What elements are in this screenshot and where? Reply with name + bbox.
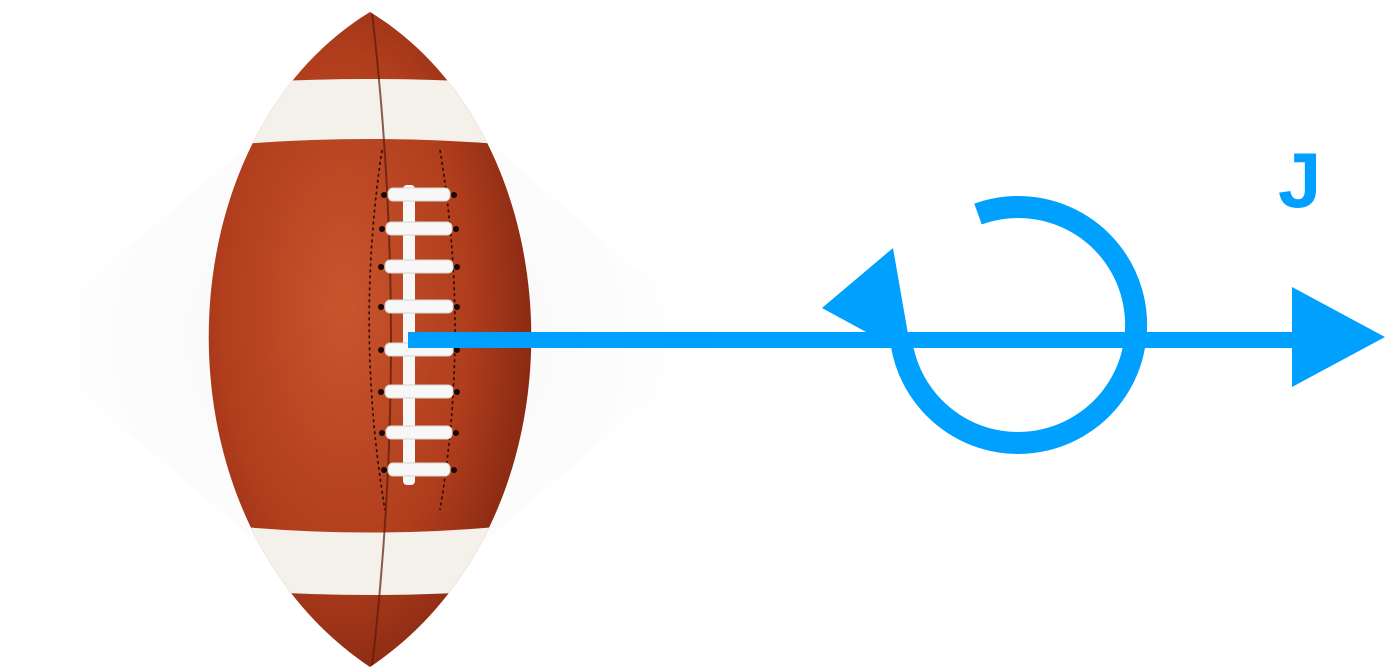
rotation-arc	[902, 207, 1136, 443]
vector-label: J	[1278, 136, 1321, 224]
rotation-indicator	[822, 207, 1136, 443]
vector-arrowhead	[1292, 287, 1385, 387]
